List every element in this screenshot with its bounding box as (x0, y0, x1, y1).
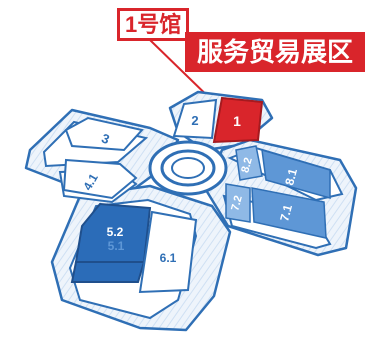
hall-7-1-label: 7.1 (277, 203, 295, 223)
zone-banner: 服务贸易展区 (185, 32, 365, 72)
hall-7-2-label: 7.2 (229, 194, 245, 212)
hall-7-1[interactable]: 7.1 (251, 187, 327, 239)
hall-8-1-label: 8.1 (282, 167, 300, 187)
hall-5-1[interactable]: 5.1 (70, 239, 146, 283)
hall-callout-label: 1号馆 (125, 11, 182, 37)
hall-callout-box: 1号馆 (117, 8, 190, 41)
hall-4-1[interactable]: 4.1 (62, 158, 138, 200)
hall-2[interactable]: 2 (172, 98, 218, 140)
hall-3-label: 3 (100, 130, 112, 147)
hall-5-1-label: 5.1 (108, 239, 125, 253)
central-hub (148, 140, 228, 196)
hall-8-2[interactable]: 8.2 (235, 145, 263, 181)
hall-8-2-label: 8.2 (239, 156, 255, 174)
hall-3[interactable]: 3 (64, 116, 144, 152)
hall-5-2-label: 5.2 (107, 225, 124, 239)
hall-1-highlighted[interactable]: 1 (212, 96, 264, 144)
hall-6-1[interactable]: 6.1 (138, 210, 198, 294)
hall-6-1-label: 6.1 (160, 251, 177, 265)
hall-8-1[interactable]: 8.1 (261, 148, 331, 199)
hall-1-label: 1 (233, 113, 241, 129)
hall-7-2[interactable]: 7.2 (225, 183, 251, 223)
hall-2-label: 2 (191, 113, 198, 128)
